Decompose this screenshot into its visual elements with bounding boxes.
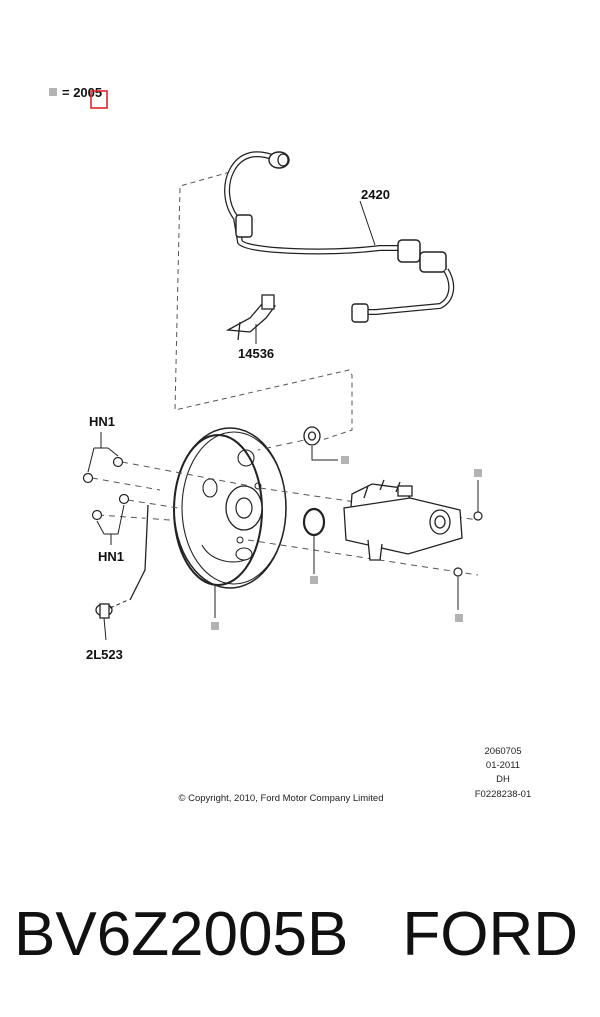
callout-14536: 14536 [238, 346, 274, 361]
callout-hn1-bottom: HN1 [98, 549, 124, 564]
info-line-4: F0228238-01 [475, 789, 532, 800]
copyright-text: © Copyright, 2010, Ford Motor Company Li… [178, 793, 383, 804]
dashed-leader-outline [174, 171, 353, 441]
brake-booster [173, 427, 287, 618]
seal-ring [302, 507, 326, 537]
callout-2420: 2420 [361, 187, 390, 202]
brand-name: FORD [402, 900, 578, 969]
part-number: BV6Z2005B [14, 900, 349, 969]
info-line-3: DH [496, 774, 510, 785]
mc-nut-lower [453, 567, 463, 610]
info-line-1: 2060705 [485, 746, 522, 757]
mc-nut-upper-marker [474, 469, 482, 477]
grommet [303, 426, 321, 446]
grommet-marker [341, 456, 349, 464]
part-title: BV6Z2005B FORD [14, 895, 594, 975]
seal-marker [310, 576, 318, 584]
mc-nut-lower-marker [455, 614, 463, 622]
callout-2l523: 2L523 [86, 647, 123, 662]
master-cylinder [343, 479, 463, 561]
sensor-14536 [225, 294, 276, 344]
legend-highlight-box [90, 90, 108, 109]
mc-nut-upper [473, 480, 483, 521]
bolt-2l523 [95, 504, 149, 641]
nuts-hn1-top [82, 432, 124, 484]
booster-marker [211, 622, 219, 630]
legend-text: = 2005 [62, 85, 102, 100]
info-line-2: 01-2011 [486, 760, 520, 771]
nuts-hn1-bottom [91, 493, 130, 545]
legend-marker [49, 88, 57, 96]
grommet-leader [311, 446, 338, 461]
brake-line-2420 [224, 151, 455, 323]
callout-hn1-top: HN1 [89, 414, 115, 429]
